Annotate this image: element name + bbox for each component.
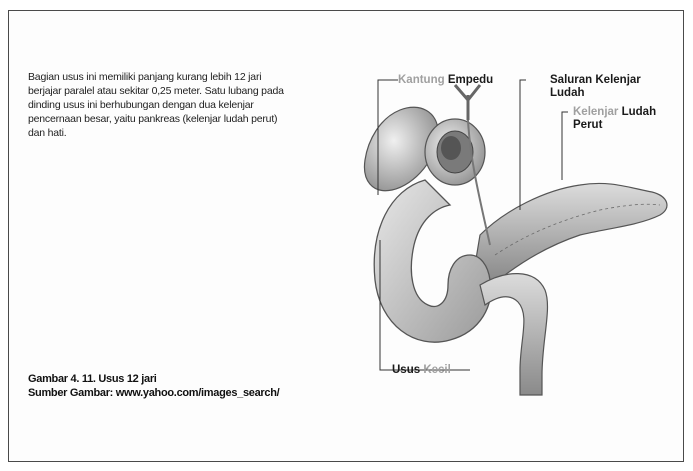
figure-caption: Gambar 4. 11. Usus 12 jari Sumber Gambar…: [28, 372, 328, 400]
pancreas-shape: [475, 183, 667, 280]
caption-title: Gambar 4. 11. Usus 12 jari: [28, 372, 328, 386]
caption-source: Sumber Gambar: www.yahoo.com/images_sear…: [28, 386, 328, 400]
small-intestine-shape: [480, 274, 547, 395]
label-kantung-empedu: Kantung Empedu: [398, 74, 493, 87]
label-usus-kecil: Usus Kecil: [392, 364, 451, 377]
label-saluran-kelenjar-ludah: Saluran Kelenjar Ludah: [550, 74, 641, 100]
label-kelenjar-ludah-perut: Kelenjar Ludah Perut: [573, 106, 656, 132]
duodenum-shape: [374, 180, 491, 342]
description-text: Bagian usus ini memiliki panjang kurang …: [28, 70, 296, 140]
